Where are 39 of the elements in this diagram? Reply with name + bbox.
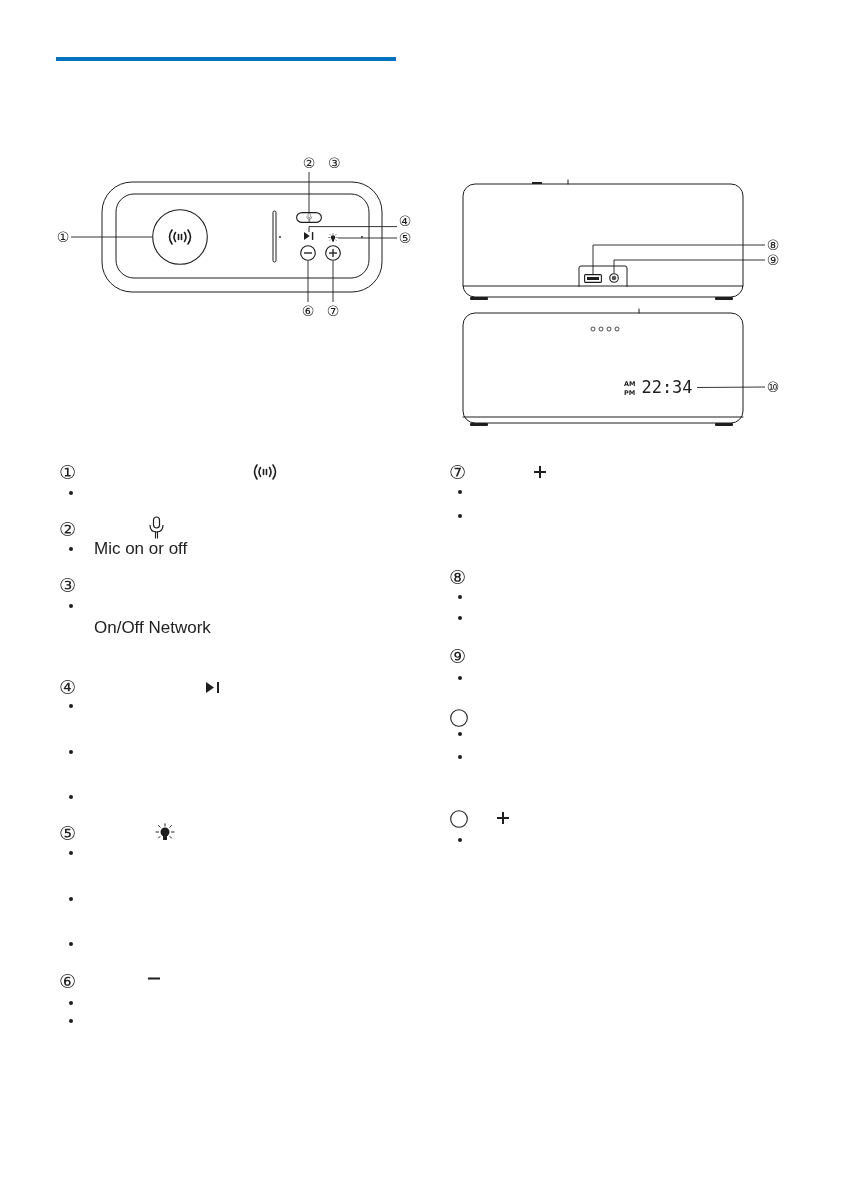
section-number: ⑥ [59,970,77,992]
section-number: ② [59,518,77,540]
leader-line [308,171,310,213]
callout-number: ④ [397,213,413,229]
callout-number: ③ [328,155,341,171]
leader-line [307,260,309,303]
clock-digits: 22:34 [637,378,697,397]
bullet-text: Mic on or off [94,540,188,558]
bullet-text: On/Off Network [94,619,211,637]
leader-line [332,260,334,303]
section-number: ③ [59,574,77,596]
microphone-button [296,212,322,223]
audio-jack [609,273,619,283]
leader-line [696,386,766,388]
leader-line [613,259,766,274]
section-number: ⑤ [59,822,77,844]
usb-port [584,274,602,283]
section-number: ④ [59,676,77,698]
callout-number: ⑩ [765,379,781,395]
callout-number: ② [301,154,317,172]
callout-number: ⑨ [765,252,781,268]
section-number: ⑦ [449,461,467,483]
leader-line [337,237,398,239]
callout-number: ⑤ [397,230,413,246]
charging-pad [152,209,208,265]
light-icon [328,233,338,243]
leader-line [308,226,398,233]
section-number: ⑨ [449,645,467,667]
section-number: ① [59,461,77,483]
leader-line [70,236,153,238]
plus-button [325,245,341,261]
callout-number: ⑥ [300,302,316,320]
callout-number: ① [55,228,71,246]
play-pause-icon [304,232,314,240]
section-number: ⑧ [449,566,467,588]
callout-number: ⑦ [325,302,341,320]
callout-number: ⑧ [765,237,781,253]
leader-line [592,244,766,275]
minus-button [300,245,316,261]
